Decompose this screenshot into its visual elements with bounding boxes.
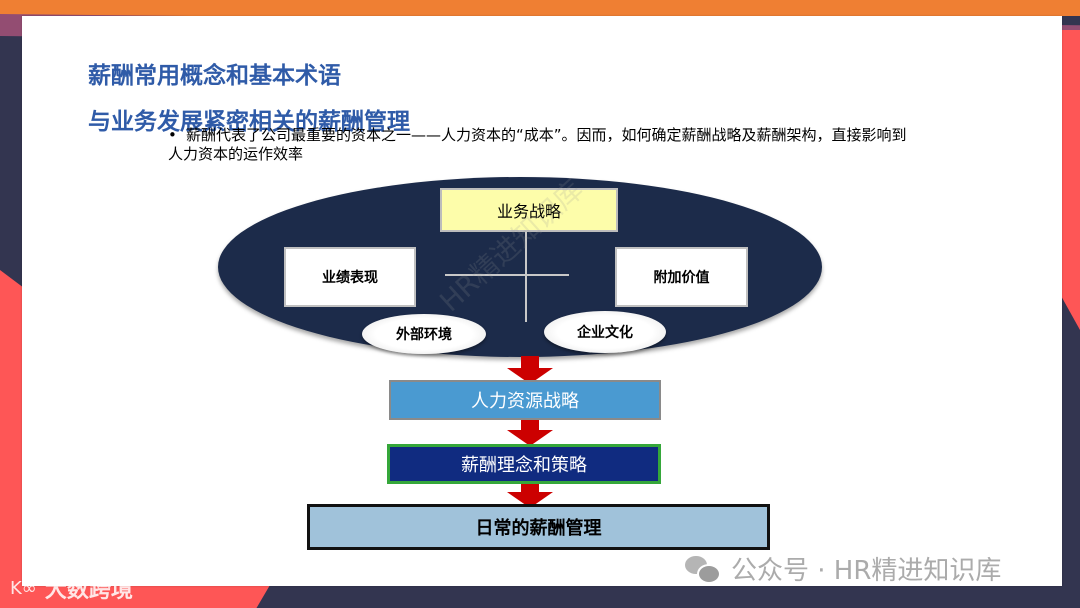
slide-subtitle: 与业务发展紧密相关的薪酬管理 — [88, 109, 410, 135]
logo-icon: K∞ — [10, 577, 37, 599]
down-arrow-icon — [507, 418, 553, 446]
frame-top-orange-band — [0, 0, 1080, 16]
frame-right-red-taper — [1060, 270, 1080, 330]
daily-compensation-box: 日常的薪酬管理 — [307, 504, 770, 550]
slide-title: 薪酬常用概念和基本术语 — [88, 63, 341, 89]
corporate-culture-oval: 企业文化 — [544, 311, 666, 353]
bullet-text: 薪酬代表了公司最重要的资本之一——人力资本的“成本”。因而，如何确定薪酬战略及薪… — [168, 126, 907, 163]
bullet-paragraph: •薪酬代表了公司最重要的资本之一——人力资本的“成本”。因而，如何确定薪酬战略及… — [168, 126, 908, 164]
performance-box: 业绩表现 — [284, 247, 416, 307]
external-environment-oval: 外部环境 — [362, 314, 486, 354]
wechat-watermark-text: 公众号 · HR精进知识库 — [731, 556, 1002, 586]
frame-right-red-shape — [1060, 30, 1080, 290]
logo-watermark: K∞ 大数跨境 — [10, 572, 133, 604]
bullet-marker: • — [168, 126, 177, 144]
compensation-philosophy-box: 薪酬理念和策略 — [387, 444, 661, 484]
connector-horizontal — [445, 274, 569, 276]
business-strategy-box: 业务战略 — [440, 188, 618, 232]
logo-text: 大数跨境 — [44, 578, 133, 603]
frame-bottom-red-shape — [0, 585, 270, 608]
wechat-icon — [685, 554, 723, 584]
added-value-box: 附加价值 — [615, 247, 748, 307]
hr-strategy-box: 人力资源战略 — [389, 380, 661, 420]
wechat-watermark: 公众号 · HR精进知识库 — [685, 550, 1001, 587]
connector-vertical — [525, 232, 527, 322]
